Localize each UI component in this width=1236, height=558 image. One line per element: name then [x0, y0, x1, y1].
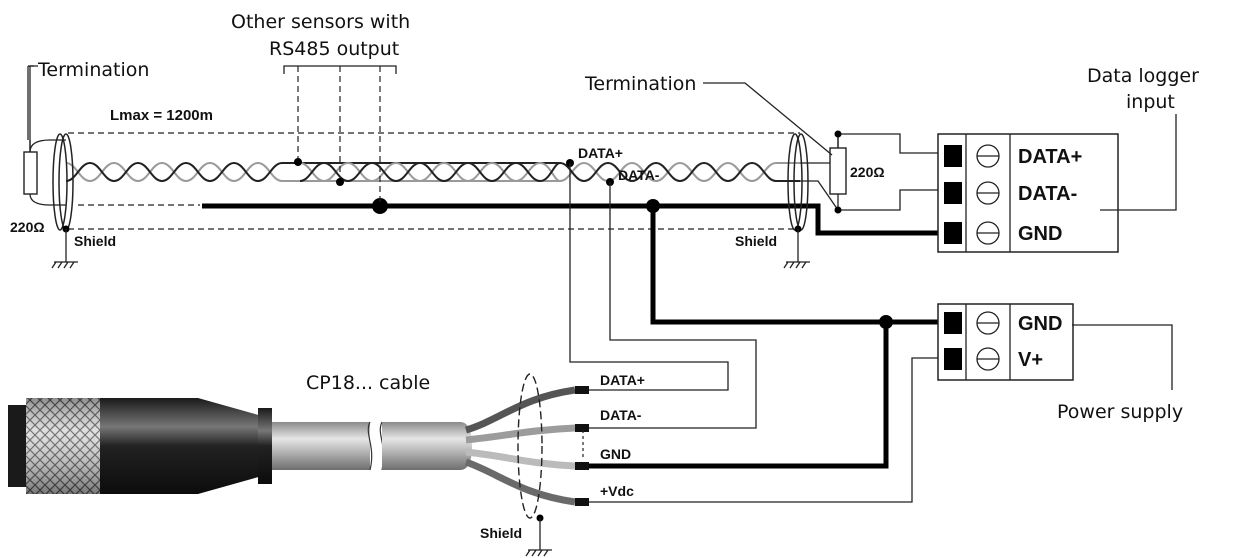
other-sensors-label-2: RS485 output [269, 38, 399, 60]
data-plus-tap-label: DATA+ [578, 145, 623, 161]
right-termination-label: Termination [584, 73, 696, 95]
left-termination: 220Ω [10, 65, 66, 235]
twisted-pair [65, 161, 800, 183]
gnd-bus [202, 198, 940, 469]
cable-wire-vdc: +Vdc [600, 483, 634, 499]
left-resistor [23, 151, 38, 195]
bus-cable-outline [68, 132, 800, 230]
cable-wire-data-minus: DATA- [600, 407, 642, 423]
data-taps: DATA+ DATA- [566, 145, 940, 503]
right-shield: Shield [735, 133, 810, 269]
cable-wire-gnd: GND [600, 446, 631, 462]
power-supply-label: Power supply [1057, 401, 1183, 423]
left-shield: Shield [51, 133, 116, 269]
dl-terminal-gnd: GND [1018, 223, 1062, 245]
data-minus-tap-label: DATA- [618, 167, 660, 183]
cable-shield-label: Shield [480, 525, 522, 541]
ps-terminal-gnd: GND [1018, 313, 1062, 335]
right-shield-label: Shield [735, 233, 777, 249]
left-termination-label: Termination [37, 59, 149, 81]
dl-terminal-data-plus: DATA+ [1018, 146, 1082, 168]
cable-wire-data-plus: DATA+ [600, 372, 645, 388]
power-supply-terminal-block: GND V+ [937, 303, 1173, 390]
right-resistor-label: 220Ω [850, 164, 885, 180]
data-logger-label-1: Data logger [1087, 65, 1199, 87]
sensor-connector [8, 398, 272, 494]
other-sensors-label-1: Other sensors with [231, 11, 410, 33]
other-sensors-bracket [283, 65, 397, 205]
dl-terminal-data-minus: DATA- [1018, 183, 1077, 205]
lmax-label: Lmax = 1200m [110, 107, 213, 124]
data-logger-label-2: input [1126, 91, 1175, 113]
right-resistor [829, 147, 847, 195]
cable-name-label: CP18... cable [306, 372, 430, 394]
left-resistor-label: 220Ω [10, 219, 45, 235]
left-shield-label: Shield [74, 233, 116, 249]
ps-terminal-vplus: V+ [1018, 349, 1043, 371]
sensor-cable: Shield [272, 373, 589, 557]
data-logger-terminal-block: DATA+ DATA- GND [937, 114, 1177, 253]
right-termination: 220Ω [703, 82, 940, 214]
